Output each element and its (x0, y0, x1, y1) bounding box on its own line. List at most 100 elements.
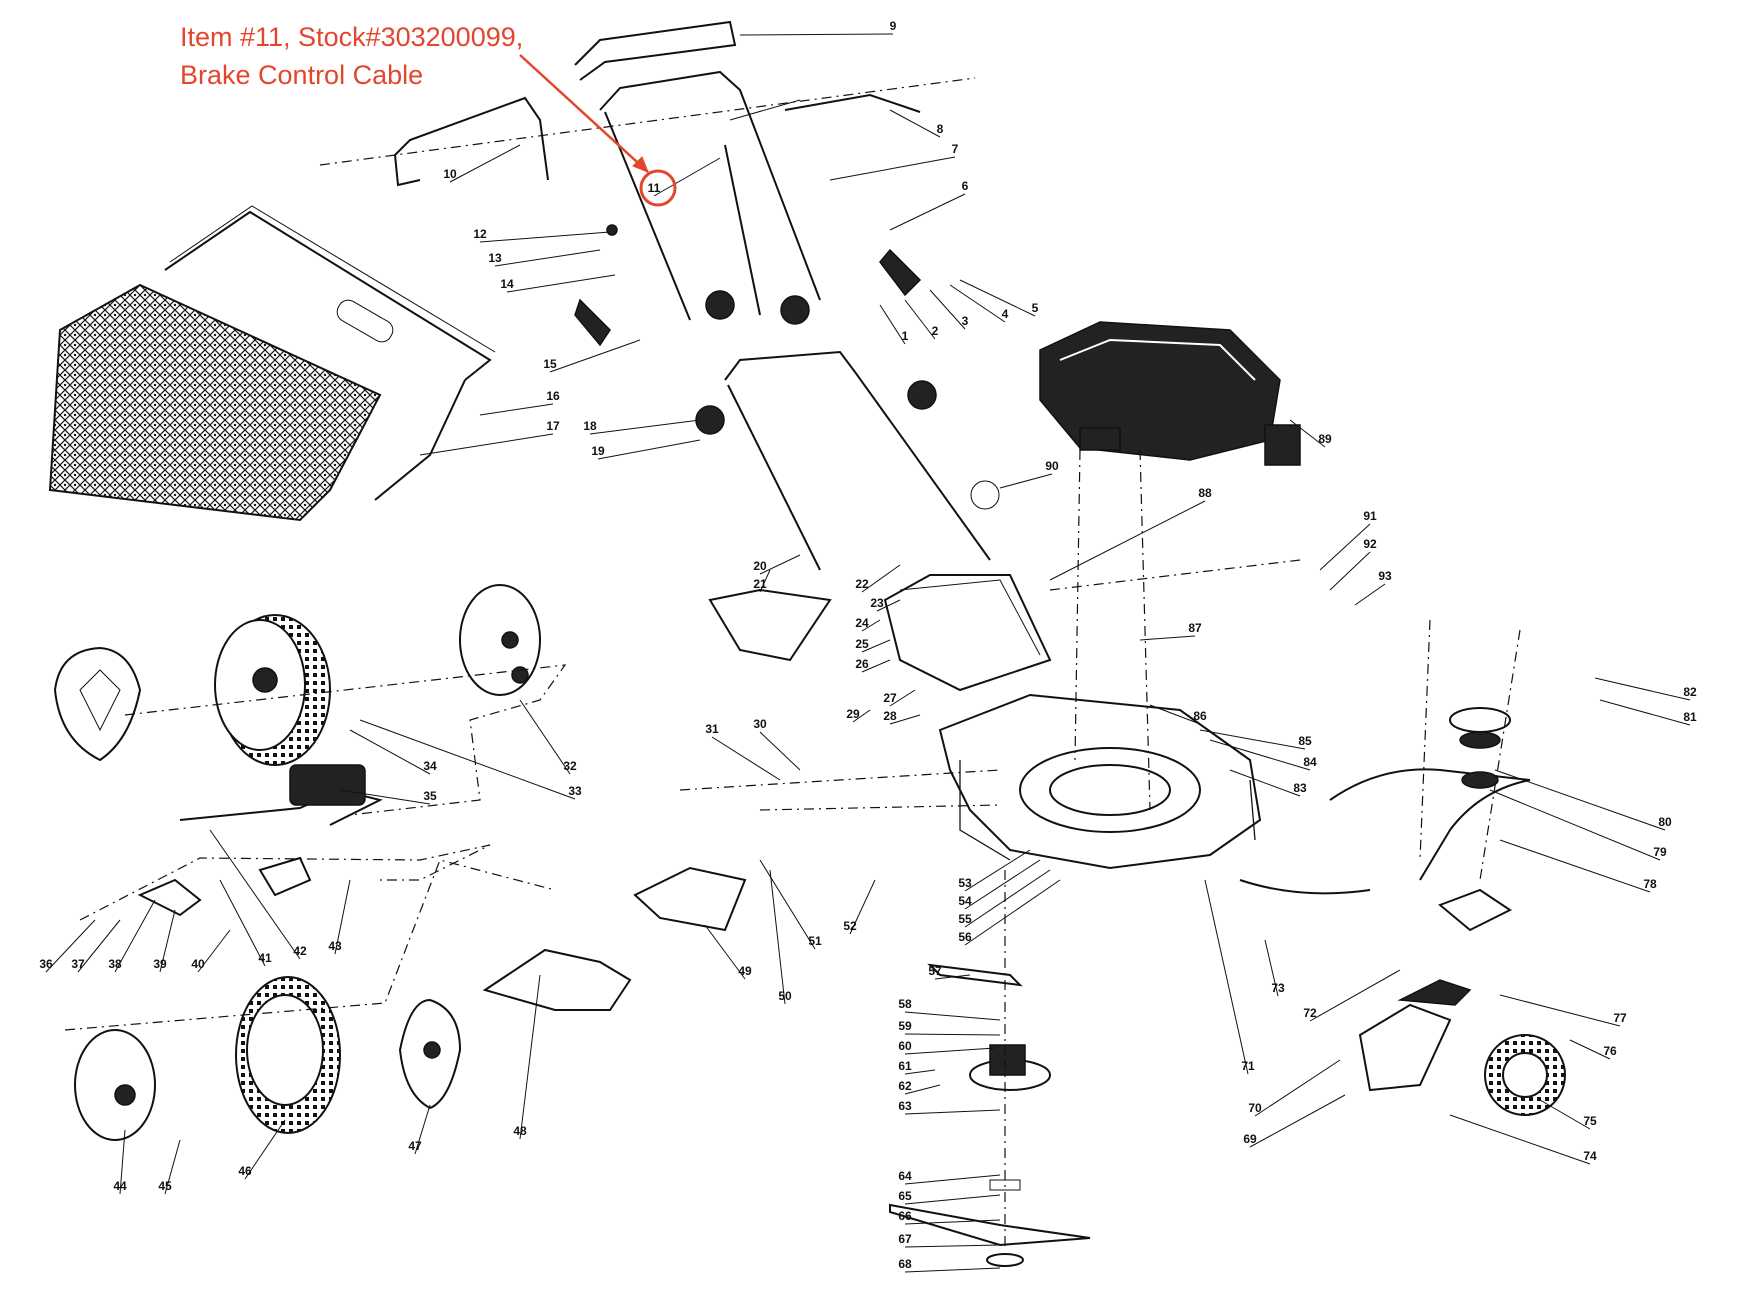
part-number-92: 92 (1363, 537, 1377, 551)
leader-line-53 (964, 849, 1031, 892)
part-number-38: 38 (108, 957, 122, 971)
leader-line-36 (45, 919, 96, 973)
part-number-28: 28 (883, 709, 897, 723)
part-number-54: 54 (958, 894, 972, 908)
leader-line-77 (1499, 994, 1621, 1027)
leader-line-19 (597, 439, 701, 460)
part-number-91: 91 (1363, 509, 1377, 523)
highlight-marker (519, 54, 677, 207)
rear-wheels-left (53, 584, 541, 766)
mower-deck (938, 693, 1262, 870)
part-number-1: 1 (902, 329, 909, 343)
part-number-87: 87 (1188, 621, 1202, 635)
leader-line-20 (759, 554, 801, 575)
leader-line-37 (77, 919, 121, 973)
part-number-18: 18 (583, 419, 597, 433)
leader-line-18 (589, 419, 701, 435)
leader-line-15 (549, 339, 641, 373)
part-number-15: 15 (543, 357, 557, 371)
part-number-10: 10 (443, 167, 457, 181)
leader-line-91 (1319, 523, 1371, 571)
leader-line-28 (889, 714, 921, 725)
part-number-50: 50 (778, 989, 792, 1003)
leader-line-11 (653, 157, 721, 197)
callout-line-2: Brake Control Cable (180, 60, 424, 90)
leader-line-55 (964, 869, 1051, 928)
leader-line-85 (1199, 729, 1306, 750)
part-number-77: 77 (1613, 1011, 1627, 1025)
grass-bag (48, 205, 496, 522)
part-number-45: 45 (158, 1179, 172, 1193)
leader-line-67 (904, 1244, 1001, 1248)
part-number-88: 88 (1198, 486, 1212, 500)
leader-line-43 (334, 879, 351, 955)
part-number-51: 51 (808, 934, 822, 948)
leader-line-71 (1204, 879, 1249, 1075)
part-number-85: 85 (1298, 734, 1312, 748)
leader-line-93 (1354, 583, 1386, 606)
part-number-41: 41 (258, 951, 272, 965)
rear-flap (708, 574, 1052, 692)
part-number-16: 16 (546, 389, 560, 403)
part-number-30: 30 (753, 717, 767, 731)
leader-line-82 (1594, 677, 1691, 701)
part-number-24: 24 (855, 616, 869, 630)
part-number-79: 79 (1653, 845, 1667, 859)
leader-line-8 (889, 109, 941, 138)
leader-line-5 (959, 279, 1036, 317)
part-number-62: 62 (898, 1079, 912, 1093)
part-number-21: 21 (753, 577, 767, 591)
part-number-65: 65 (898, 1189, 912, 1203)
leader-line-16 (479, 403, 554, 416)
part-number-63: 63 (898, 1099, 912, 1113)
part-number-86: 86 (1193, 709, 1207, 723)
leader-line-89 (1289, 419, 1326, 448)
part-number-72: 72 (1303, 1006, 1317, 1020)
leader-line-49 (704, 924, 746, 980)
leader-line-29 (852, 709, 871, 723)
leader-line-34 (349, 729, 431, 775)
leader-line-62 (904, 1084, 941, 1095)
part-number-25: 25 (855, 637, 869, 651)
part-number-49: 49 (738, 964, 752, 978)
part-number-61: 61 (898, 1059, 912, 1073)
part-number-69: 69 (1243, 1132, 1257, 1146)
part-number-44: 44 (113, 1179, 127, 1193)
lower-handle-assembly (695, 350, 1000, 571)
blade-assembly (889, 963, 1091, 1267)
part-number-34: 34 (423, 759, 437, 773)
leader-line-48 (519, 974, 541, 1140)
leader-line-88 (1049, 500, 1206, 581)
part-number-93: 93 (1378, 569, 1392, 583)
leader-line-9 (739, 33, 894, 36)
leader-line-52 (849, 879, 876, 935)
part-number-22: 22 (855, 577, 869, 591)
part-number-70: 70 (1248, 1101, 1262, 1115)
leader-line-80 (1494, 769, 1666, 831)
front-axle-assembly (1239, 707, 1531, 1092)
leader-line-73 (1264, 939, 1279, 997)
upper-handle-assembly (394, 20, 922, 347)
leader-line-39 (159, 909, 176, 973)
leader-line-78 (1499, 839, 1651, 893)
leader-line-24 (861, 619, 881, 632)
leader-line-60 (904, 1047, 996, 1055)
leader-line-31 (711, 736, 781, 781)
part-number-52: 52 (843, 919, 857, 933)
part-number-4: 4 (1002, 307, 1009, 321)
part-number-39: 39 (153, 957, 167, 971)
leader-line-38 (114, 899, 156, 973)
part-number-9: 9 (890, 19, 897, 33)
part-number-6: 6 (962, 179, 969, 193)
transmission (137, 764, 383, 917)
leader-line-59 (904, 1033, 1001, 1036)
leader-line-4 (949, 284, 1006, 323)
leader-line-32 (519, 699, 571, 775)
leader-line-13 (494, 249, 601, 267)
part-number-76: 76 (1603, 1044, 1617, 1058)
leader-line-79 (1489, 789, 1661, 861)
part-number-80: 80 (1658, 815, 1672, 829)
leader-line-35 (339, 789, 431, 805)
part-number-8: 8 (937, 122, 944, 136)
